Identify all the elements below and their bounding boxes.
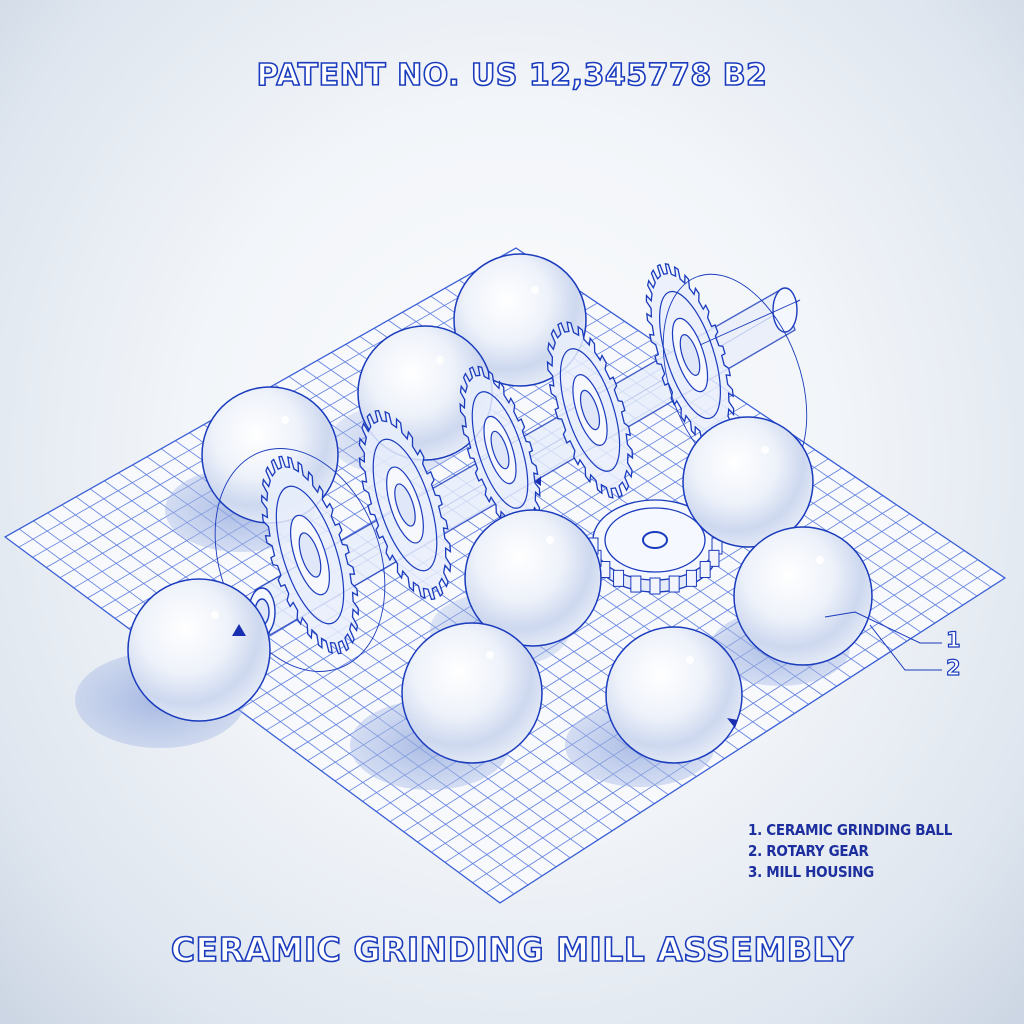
- assembly-title: CERAMIC GRINDING MILL ASSEMBLY: [170, 929, 854, 970]
- legend-item-rotary-gear: 2. ROTARY GEAR: [748, 842, 869, 860]
- section-marker-triangle-icon: [232, 624, 246, 636]
- section-marker-triangle-icon: [535, 476, 541, 486]
- ball-highlights: [211, 286, 824, 664]
- leader-lines: [824, 611, 942, 671]
- rotary-gear-flat: [587, 499, 723, 595]
- callout-number-2: 2: [945, 655, 961, 680]
- legend-item-ceramic-grinding-ball: 1. CERAMIC GRINDING BALL: [748, 821, 953, 839]
- callout-number-1: 1: [945, 627, 961, 652]
- section-marker-icons: [232, 476, 738, 728]
- legend-item-mill-housing: 3. MILL HOUSING: [748, 863, 874, 881]
- ceramic-grinding-ball-front-row: [127, 416, 873, 764]
- section-marker-triangle-icon: [727, 718, 738, 728]
- parts-legend: 1. CERAMIC GRINDING BALL 2. ROTARY GEAR …: [748, 820, 952, 883]
- patent-number-title: PATENT NO. US 12,345778 B2: [256, 57, 768, 94]
